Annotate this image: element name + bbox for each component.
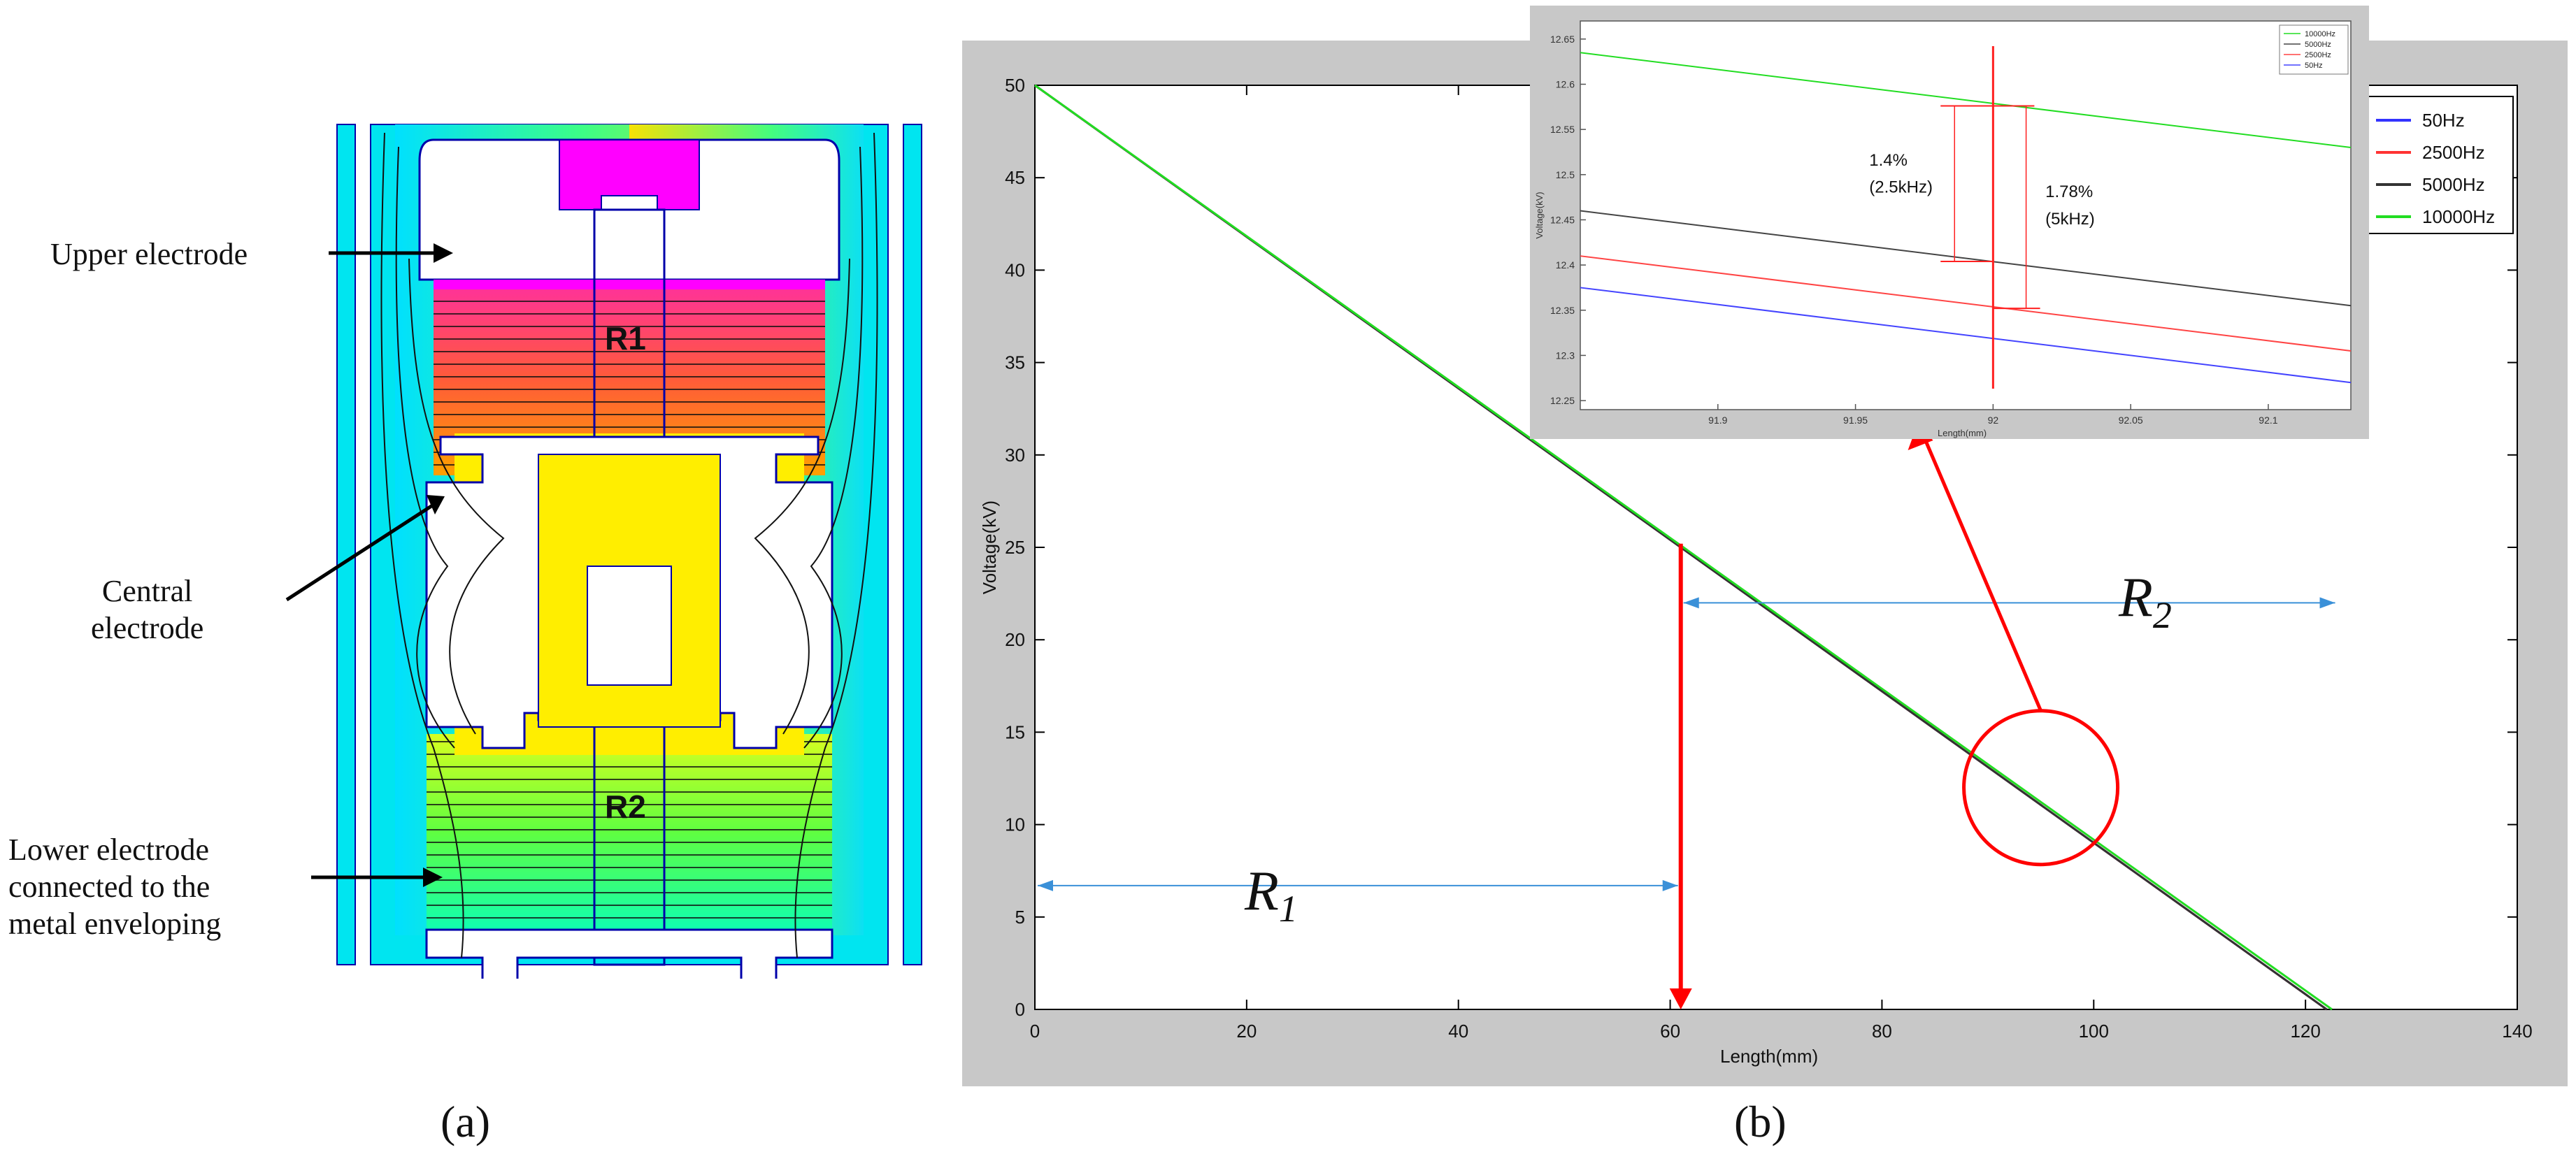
inset-series-line-2500Hz [1580, 255, 2352, 352]
x-tick-label: 140 [2502, 1021, 2532, 1042]
x-tick-label: 20 [1236, 1021, 1257, 1042]
arrow-central [285, 495, 445, 602]
inset-series-line-50Hz [1580, 287, 2352, 384]
x-tick-label: 100 [2079, 1021, 2109, 1042]
region-r2-label: R2 [2119, 566, 2172, 637]
inset-annot-2-freq: (5kHz) [2045, 210, 2095, 229]
y-tick-label: 40 [1005, 259, 1025, 280]
inset-series-line-5000Hz [1580, 210, 2352, 307]
y-tick-label: 0 [1015, 999, 1025, 1020]
x-tick-label: 60 [1660, 1021, 1680, 1042]
inset-legend-label: 10000Hz [2305, 30, 2335, 38]
region-r1-label: R1 [1245, 860, 1298, 930]
y-axis-label: Voltage(kV) [979, 501, 1000, 594]
inset-series-line-10000Hz [1580, 52, 2352, 149]
field-simulation-panel: R1 R2 [329, 119, 930, 987]
inset-x-tick-label: 92.1 [2259, 415, 2277, 426]
y-tick-label: 45 [1005, 167, 1025, 188]
region-label-r1: R1 [605, 320, 646, 357]
x-tick-label: 40 [1448, 1021, 1468, 1042]
y-tick-label: 20 [1005, 629, 1025, 650]
legend-label: 50Hz [2422, 110, 2465, 131]
r1-arrow-right [1662, 879, 1678, 891]
inset-y-tick-label: 12.6 [1556, 79, 1575, 90]
series-line-10000Hz [1034, 84, 2333, 1011]
inset-y-tick-label: 12.45 [1550, 214, 1575, 225]
inset-y-tick-label: 12.25 [1550, 395, 1575, 406]
inset-y-tick-label: 12.4 [1556, 259, 1575, 271]
annotation-upper-electrode: Upper electrode [50, 237, 248, 271]
y-tick-label: 10 [1005, 814, 1025, 835]
inset-y-tick-label: 12.3 [1556, 350, 1575, 361]
arrow-upper [329, 243, 453, 263]
y-tick-label: 35 [1005, 352, 1025, 373]
inset-legend-label: 2500Hz [2305, 51, 2331, 59]
inset-y-tick-label: 12.35 [1550, 305, 1575, 316]
region-r1-sub: 1 [1278, 888, 1298, 930]
inset-x-tick-label: 91.95 [1843, 415, 1868, 426]
annotation-lower-electrode: Lower electrode connected to the metal e… [8, 833, 222, 941]
r1-arrow-left [1038, 879, 1053, 891]
inset-annot-2-pct: 1.78% [2045, 182, 2093, 201]
y-tick-label: 15 [1005, 721, 1025, 742]
panel-b-label: (b) [1734, 1097, 1787, 1146]
r2-arrow-right [2319, 597, 2335, 609]
r2-arrow-left [1683, 597, 1699, 609]
legend-label: 10000Hz [2422, 206, 2495, 227]
region-r2-letter: R [2119, 567, 2153, 628]
legend-label: 2500Hz [2422, 142, 2485, 163]
inset-y-tick-label: 12.65 [1550, 34, 1575, 45]
inset-x-axis-label: Length(mm) [1938, 428, 1987, 438]
region-r2-sub: 2 [2152, 594, 2172, 636]
inset-legend-label: 50Hz [2305, 62, 2323, 70]
x-tick-label: 80 [1872, 1021, 1892, 1042]
y-tick-label: 50 [1005, 75, 1025, 96]
legend-label: 5000Hz [2422, 174, 2485, 195]
inset-x-tick-label: 92 [1988, 415, 1999, 426]
inset-y-tick-label: 12.55 [1550, 124, 1575, 135]
x-axis-label: Length(mm) [1720, 1046, 1818, 1067]
inset-annot-1-freq: (2.5kHz) [1869, 178, 1933, 197]
y-tick-label: 5 [1015, 907, 1025, 928]
split-arrow-head [1669, 988, 1692, 1009]
arrow-lower [311, 868, 443, 887]
inset-x-tick-label: 91.9 [1708, 415, 1727, 426]
region-r1-letter: R [1245, 861, 1279, 922]
x-tick-label: 120 [2290, 1021, 2320, 1042]
inset-y-axis-label: Voltage(kV) [1534, 192, 1545, 238]
inset-legend-label: 5000Hz [2305, 41, 2331, 49]
y-tick-label: 30 [1005, 445, 1025, 466]
x-tick-label: 0 [1030, 1021, 1040, 1042]
inset-annot-1-pct: 1.4% [1869, 151, 1908, 170]
inset-x-tick-label: 92.05 [2119, 415, 2143, 426]
inset-y-tick-label: 12.5 [1556, 169, 1575, 180]
annotation-central-electrode: Central electrode [91, 574, 204, 645]
region-label-r2: R2 [605, 789, 646, 825]
panel-a-label: (a) [441, 1097, 491, 1146]
voltage-inset-chart: 91.9 91.95 92 92.05 92.1 12.25 12.3 12.35 12.4 12… [1530, 6, 2369, 439]
y-tick-label: 25 [1005, 537, 1025, 558]
zoom-pointer-line [1920, 431, 2042, 712]
field-simulation-image: R1 R2 [336, 124, 922, 987]
